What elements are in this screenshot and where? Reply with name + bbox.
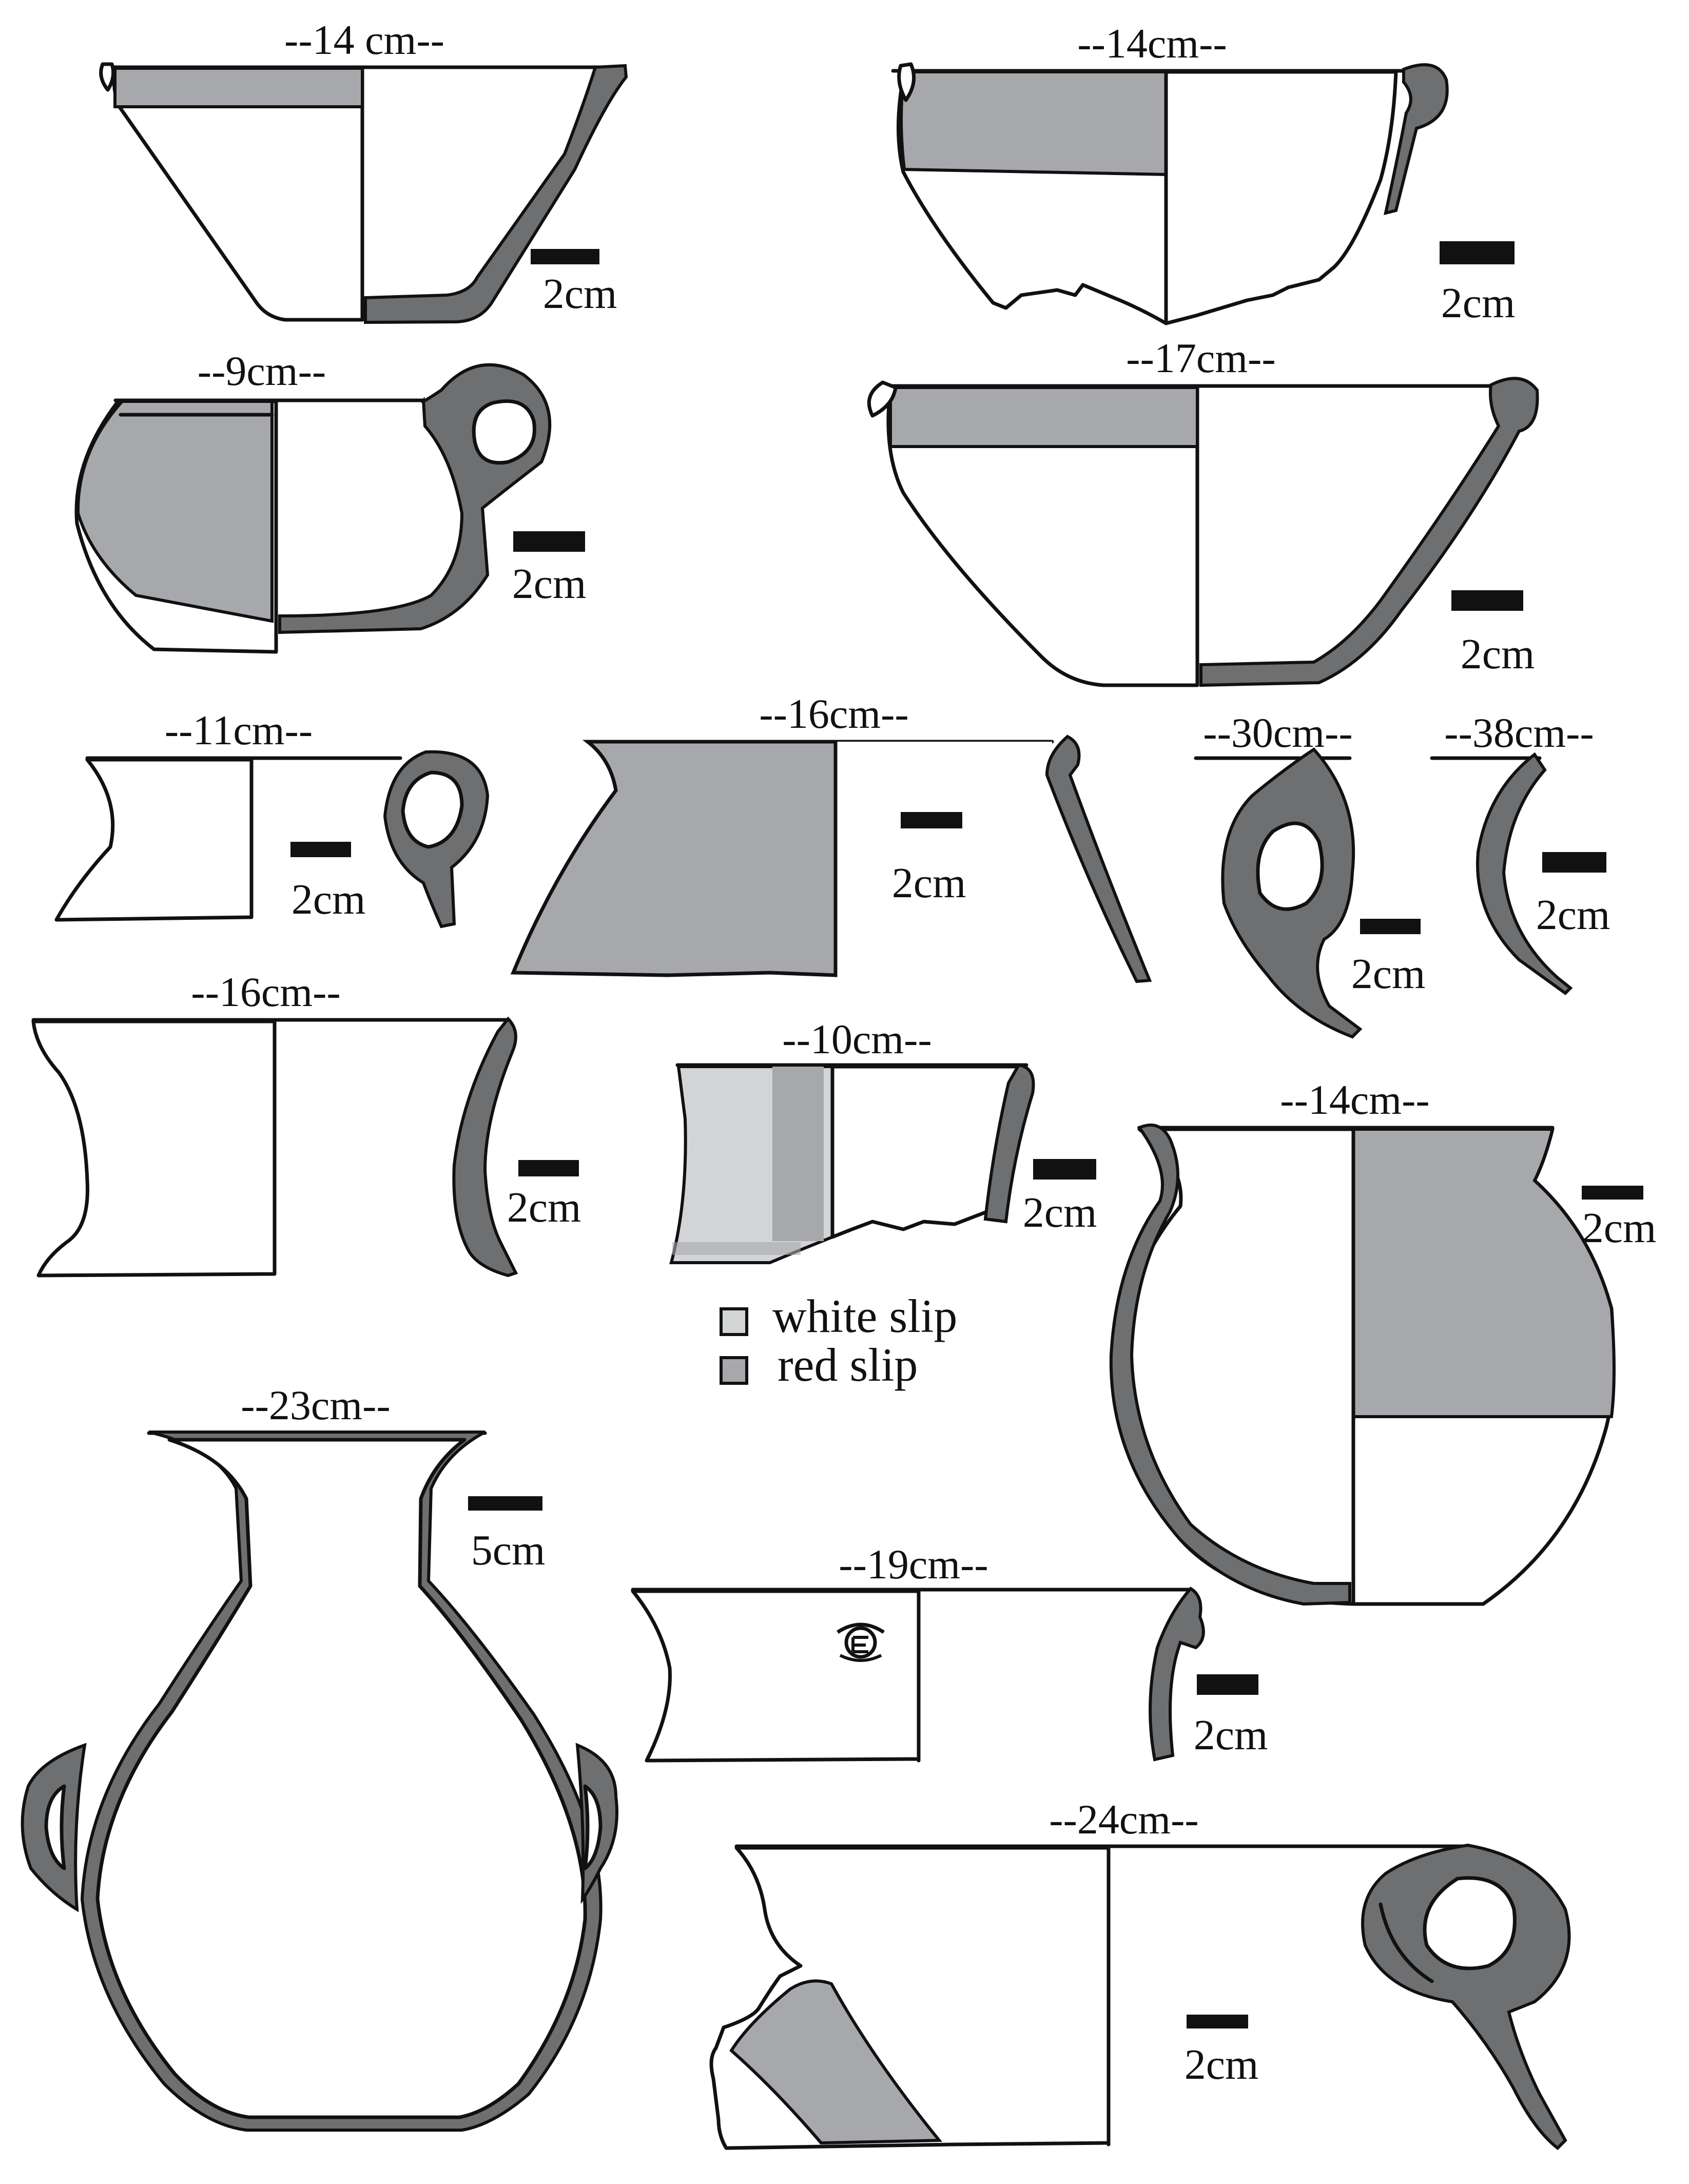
vessel-jar-14cm: --14cm-- 2cm (1109, 1076, 1657, 1606)
vessel-jar-16cm: --16cm-- 2cm (31, 969, 581, 1278)
diameter-label: --24cm-- (1049, 1796, 1198, 1843)
right-half (836, 742, 1052, 770)
diameter-label: --16cm-- (191, 969, 340, 1015)
scale-label: 2cm (1461, 630, 1535, 678)
wall-section (983, 1063, 1035, 1224)
red-slip-stripe (772, 1067, 824, 1241)
vessel-bowl-17cm: --17cm-- 2cm (867, 335, 1539, 687)
vessel-jar-16cm-slipped: --16cm-- 2cm (510, 690, 1152, 983)
diameter-label: --14 cm-- (284, 16, 444, 63)
stamp-mark-icon (837, 1622, 885, 1662)
wall-section (1476, 752, 1573, 995)
vessel-handled-cup-9cm: --9cm-- 2cm (74, 347, 587, 654)
vessel-handled-jar-24cm: --24cm-- 2cm (709, 1796, 1571, 2150)
vessel-amphora-23cm: --23cm-- 5cm (21, 1382, 618, 2132)
slip-lower-band (672, 1242, 801, 1255)
red-slip-band (729, 1979, 943, 2145)
red-slip-body (76, 400, 274, 623)
scale-bar (1197, 1674, 1258, 1695)
scale-label: 2cm (1536, 891, 1610, 939)
scale-bar (1542, 852, 1606, 873)
red-slip-body (510, 740, 838, 977)
scale-label: 2cm (292, 876, 366, 923)
wall-section (1109, 1124, 1351, 1606)
rim-knob (99, 62, 115, 92)
vessel-interior (95, 1438, 587, 2119)
jar-profile (31, 1019, 277, 1278)
scale-label: 2cm (1185, 2041, 1259, 2089)
wall-section (1149, 1587, 1205, 1762)
handle-inner-line (1379, 1902, 1434, 1983)
scale-bar (1033, 1159, 1096, 1180)
scale-bar (901, 812, 962, 828)
scale-bar (468, 1496, 542, 1511)
scale-bar (518, 1160, 579, 1176)
jar-profile (54, 758, 254, 922)
wall-section (364, 64, 628, 324)
vessel-bowl-14cm-fragment: --14cm-- 2cm (891, 20, 1516, 327)
diameter-label: --19cm-- (839, 1541, 988, 1588)
wall-section (452, 1016, 518, 1278)
scale-bar (513, 531, 585, 552)
scale-bar (1451, 590, 1523, 611)
legend: white slip red slip (720, 1290, 957, 1391)
vessel-handle-fragment-30cm: --30cm-- 2cm (1194, 709, 1426, 1039)
diameter-label: --14cm-- (1280, 1076, 1429, 1123)
diameter-label: --16cm-- (759, 690, 908, 737)
diameter-label: --11cm-- (165, 707, 313, 753)
wall-and-handle-section (1361, 1843, 1571, 2150)
scale-label: 2cm (507, 1184, 581, 1231)
scale-label: 2cm (1194, 1711, 1268, 1759)
legend-label-white-slip: white slip (772, 1290, 957, 1342)
vessel-jar-11cm: --11cm-- 2cm (54, 707, 490, 929)
diameter-label: --30cm-- (1203, 709, 1352, 756)
scale-label: 5cm (471, 1526, 546, 1574)
handle-hole (472, 399, 536, 465)
scale-bar (1582, 1186, 1643, 1200)
legend-swatch-red-slip (720, 1356, 748, 1385)
scale-label: 2cm (1582, 1204, 1657, 1252)
diameter-label: --14cm-- (1077, 20, 1227, 67)
rim-knob (867, 380, 898, 418)
red-slip-band (113, 67, 364, 108)
vessel-fragment-10cm: --10cm-- 2cm (669, 1016, 1097, 1264)
diameter-label: --9cm-- (198, 347, 326, 394)
broken-rim-right (1164, 70, 1398, 325)
handle-hole (401, 770, 464, 849)
handle-hole (1423, 1876, 1517, 1970)
scale-label: 2cm (1023, 1189, 1097, 1236)
jar-profile (631, 1589, 921, 1763)
red-slip-band (900, 70, 1168, 177)
red-slip-band (889, 386, 1199, 448)
scale-label: 2cm (512, 560, 587, 608)
wall-section (1045, 735, 1152, 983)
vessel-jar-19cm: --19cm-- 2cm (631, 1541, 1268, 1763)
scale-bar (1440, 241, 1515, 264)
red-slip-area (1352, 1128, 1616, 1418)
diameter-label: --17cm-- (1126, 335, 1275, 381)
handle-hole (1256, 821, 1324, 911)
diameter-label: --38cm-- (1444, 709, 1594, 756)
scale-label: 2cm (543, 270, 617, 318)
scale-bar (531, 249, 599, 264)
scale-label: 2cm (1351, 950, 1426, 998)
vessel-rim-fragment-38cm: --38cm-- 2cm (1430, 709, 1610, 995)
bowl-profile (886, 385, 1199, 687)
scale-bar (1360, 919, 1421, 934)
vessel-bowl-14cm: --14 cm-- 2cm (99, 16, 628, 324)
scale-label: 2cm (1441, 279, 1516, 327)
rim-knob (897, 62, 916, 102)
scale-label: 2cm (892, 859, 966, 907)
scale-bar (1187, 2015, 1248, 2028)
wall-section (1384, 63, 1449, 216)
handle-left-hole (44, 1784, 66, 1870)
legend-swatch-white-slip (720, 1307, 748, 1336)
wall-section (1199, 377, 1539, 687)
legend-label-red-slip: red slip (778, 1339, 918, 1391)
scale-bar (290, 842, 351, 857)
diameter-label: --23cm-- (241, 1382, 390, 1428)
diameter-label: --10cm-- (782, 1016, 931, 1062)
handle-right-hole (583, 1784, 603, 1870)
